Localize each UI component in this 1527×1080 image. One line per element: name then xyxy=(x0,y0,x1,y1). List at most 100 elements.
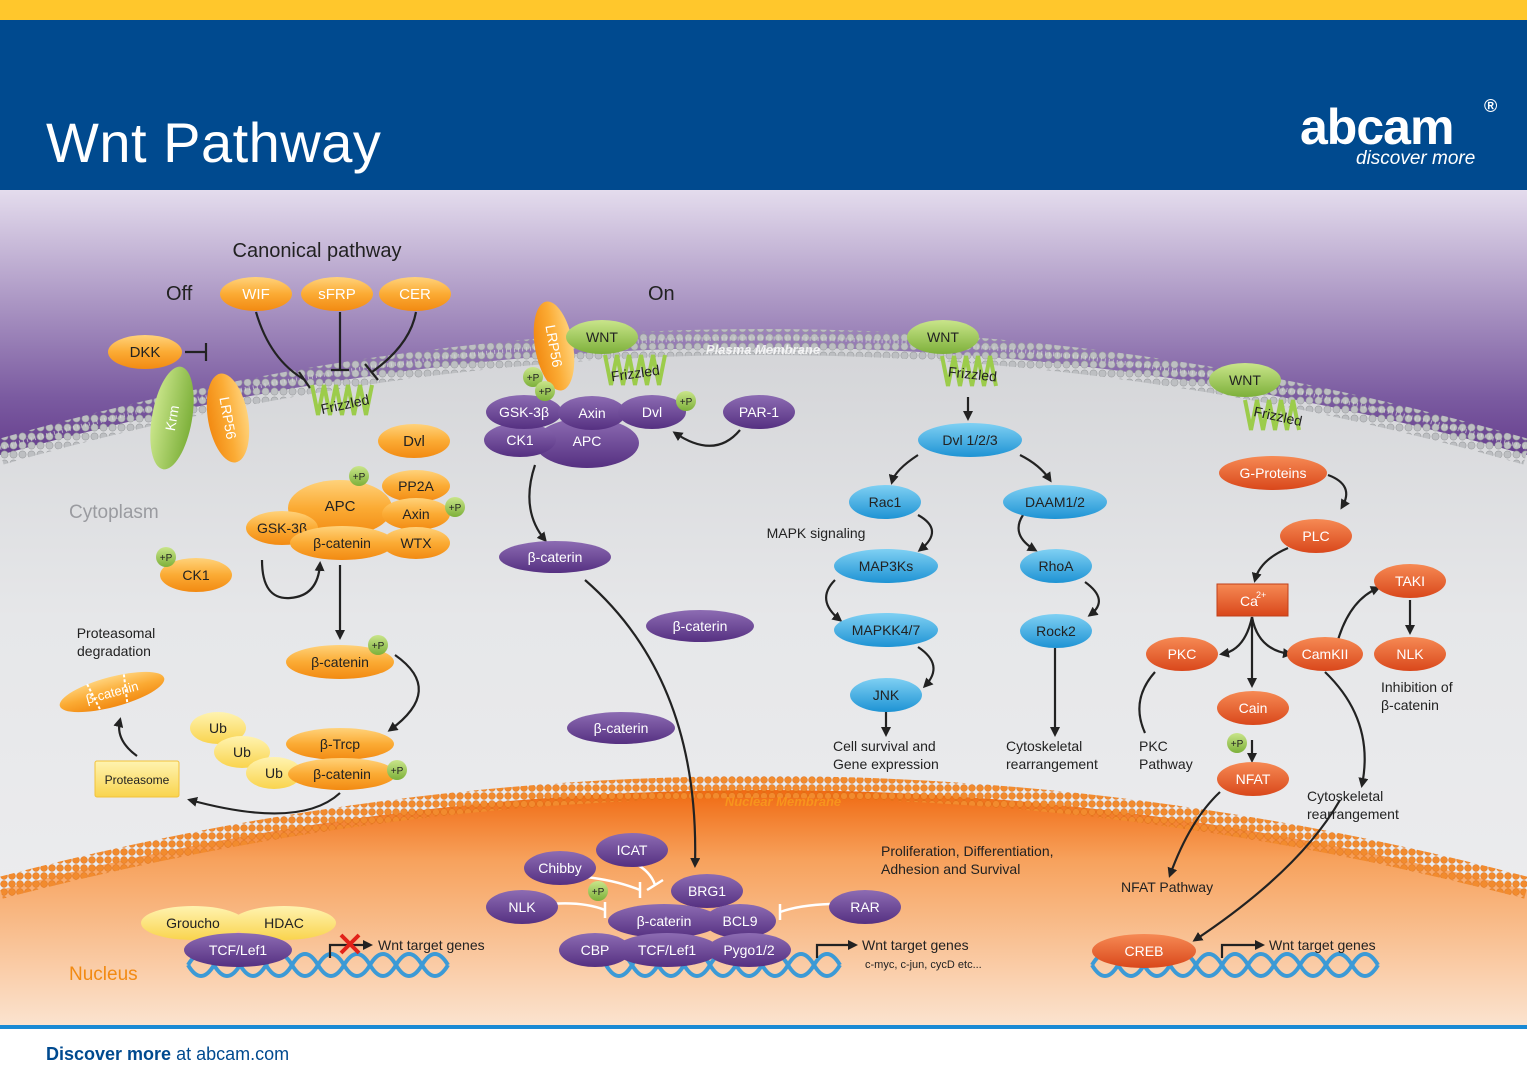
wif-node[interactable]: WIF xyxy=(220,277,292,311)
page-title: Wnt Pathway xyxy=(46,111,382,174)
svg-text:NLK: NLK xyxy=(508,899,536,915)
dkk-node[interactable]: DKK xyxy=(108,335,182,369)
nlk-nuc-node[interactable]: NLK xyxy=(486,890,558,924)
gproteins-node[interactable]: G-Proteins xyxy=(1219,456,1327,490)
inhibition-label-2: β-catenin xyxy=(1381,697,1439,713)
svg-text:WNT: WNT xyxy=(927,329,959,345)
hdac-node[interactable]: HDAC xyxy=(232,906,336,940)
axin-on-label: Axin xyxy=(578,405,605,421)
camkii-node[interactable]: CamKII xyxy=(1287,637,1363,671)
svg-text:2+: 2+ xyxy=(1256,590,1266,600)
wnt-pcp-node[interactable]: WNT xyxy=(907,320,979,354)
axin-off-label: Axin xyxy=(402,506,429,522)
pkc-node[interactable]: PKC xyxy=(1146,637,1218,671)
taki-node[interactable]: TAKI xyxy=(1374,564,1446,598)
bcat-on-2-node[interactable]: β-caterin xyxy=(646,610,754,642)
mapkk-node[interactable]: MAPKK4/7 xyxy=(834,613,938,647)
svg-text:TAKI: TAKI xyxy=(1395,573,1425,589)
wtx-label: WTX xyxy=(400,535,432,551)
creb-node[interactable]: CREB xyxy=(1092,934,1196,968)
nlk-ca-node[interactable]: NLK xyxy=(1374,637,1446,671)
bcat-phospho-node[interactable]: β-catenin xyxy=(286,645,394,679)
daam-node[interactable]: DAAM1/2 xyxy=(1003,485,1107,519)
ck1-off-node[interactable]: CK1 xyxy=(160,558,232,592)
apc-on-label: APC xyxy=(573,433,602,449)
svg-text:RAR: RAR xyxy=(850,899,880,915)
bcat-complex-label: β-catenin xyxy=(313,535,371,551)
footer[interactable]: Discover more at abcam.com xyxy=(46,1044,289,1065)
tcf-off-node[interactable]: TCF/Lef1 xyxy=(184,933,292,967)
bcat-nuc-label: β-caterin xyxy=(637,913,692,929)
phospho-badge-lrp-2: +P xyxy=(535,381,555,401)
abcam-logo[interactable]: abcam ® discover more xyxy=(1300,96,1500,169)
frizzled-pcp-label: Frizzled xyxy=(947,364,997,385)
ck1-on-label: CK1 xyxy=(506,432,533,448)
krm-node[interactable]: Krm xyxy=(143,363,200,472)
calcium-node[interactable]: Ca2+ xyxy=(1216,583,1289,617)
cain-node[interactable]: Cain xyxy=(1217,691,1289,725)
phospho-badge-ck1: +P xyxy=(156,547,176,567)
header-banner: Wnt Pathway abcam ® discover more xyxy=(0,20,1527,190)
rac1-node[interactable]: Rac1 xyxy=(849,485,921,519)
svg-text:β-caterin: β-caterin xyxy=(528,549,583,565)
proteasome-node[interactable]: Proteasome xyxy=(94,760,180,798)
logo-tagline: discover more xyxy=(1356,148,1476,169)
proliferation-label-1: Proliferation, Differentiation, xyxy=(881,843,1054,859)
groucho-node[interactable]: Groucho xyxy=(141,906,245,940)
logo-registered-mark: ® xyxy=(1484,96,1498,116)
svg-text:WNT: WNT xyxy=(1229,372,1261,388)
pp2a-label: PP2A xyxy=(398,478,434,494)
svg-text:ICAT: ICAT xyxy=(617,842,648,858)
wnt-target-genes-off-label: Wnt target genes xyxy=(378,937,485,953)
map3ks-node[interactable]: MAP3Ks xyxy=(834,549,938,583)
phospho-badge-nfat: +P xyxy=(1227,733,1247,753)
rhoa-node[interactable]: RhoA xyxy=(1020,549,1092,583)
svg-text:Dvl 1/2/3: Dvl 1/2/3 xyxy=(942,432,997,448)
cyto-rearr-1-label-1: Cytoskeletal xyxy=(1006,738,1082,754)
frizzled-receptor-on[interactable]: Frizzled xyxy=(603,354,667,386)
svg-text:+P: +P xyxy=(1231,739,1244,750)
jnk-node[interactable]: JNK xyxy=(850,678,922,712)
wnt-target-genes-creb-label: Wnt target genes xyxy=(1269,937,1376,953)
svg-text:+P: +P xyxy=(372,641,385,652)
cer-node[interactable]: CER xyxy=(379,277,451,311)
ubiquitin-complex[interactable]: Ub Ub Ub β-Trcp β-catenin xyxy=(190,712,396,790)
off-label: Off xyxy=(166,283,193,305)
dvl-off-node[interactable]: Dvl xyxy=(378,424,450,458)
phospho-badge-bcat-ub: +P xyxy=(387,760,407,780)
proliferation-label-2: Adhesion and Survival xyxy=(881,861,1020,877)
par1-node[interactable]: PAR-1 xyxy=(723,395,795,429)
wnt-ca-node[interactable]: WNT xyxy=(1209,363,1281,397)
svg-text:β-catenin: β-catenin xyxy=(311,654,369,670)
footer-link-text[interactable]: at abcam.com xyxy=(171,1044,290,1064)
svg-text:PAR-1: PAR-1 xyxy=(739,404,779,420)
dvl123-node[interactable]: Dvl 1/2/3 xyxy=(918,423,1022,457)
on-complex[interactable]: APC CK1 GSK-3β Axin Dvl xyxy=(484,395,686,468)
nuclear-on-complex[interactable]: β-caterin BCL9 CBP TCF/Lef1 Pygo1/2 xyxy=(559,904,791,967)
frizzled-receptor-ca[interactable]: Frizzled xyxy=(1243,399,1304,431)
rock2-node[interactable]: Rock2 xyxy=(1020,614,1092,648)
nfat-node[interactable]: NFAT xyxy=(1217,762,1289,796)
frizzled-on-label: Frizzled xyxy=(610,362,661,385)
lrp56-off-node[interactable]: LRP56 xyxy=(200,370,255,466)
bcat-on-3-node[interactable]: β-caterin xyxy=(567,712,675,744)
wnt-on-node[interactable]: WNT xyxy=(566,320,638,354)
brg1-node[interactable]: BRG1 xyxy=(671,874,743,908)
destruction-complex[interactable]: APC PP2A Axin GSK-3β β-catenin WTX xyxy=(246,470,450,560)
sfrp-node[interactable]: sFRP xyxy=(301,277,373,311)
cbp-label: CBP xyxy=(581,942,610,958)
tcf-on-label: TCF/Lef1 xyxy=(638,942,697,958)
svg-text:+P: +P xyxy=(539,387,552,398)
plc-node[interactable]: PLC xyxy=(1280,519,1352,553)
bcat-on-1-node[interactable]: β-caterin xyxy=(499,541,611,573)
chibby-node[interactable]: Chibby xyxy=(524,851,596,885)
rar-node[interactable]: RAR xyxy=(829,890,901,924)
phospho-badge-lrp-1: +P xyxy=(523,367,543,387)
ub-3-label: Ub xyxy=(265,765,283,781)
frizzled-receptor-pcp[interactable]: Frizzled xyxy=(940,355,998,387)
svg-text:DAAM1/2: DAAM1/2 xyxy=(1025,494,1085,510)
icat-node[interactable]: ICAT xyxy=(596,833,668,867)
lrp56-on-node[interactable]: LRP56 xyxy=(527,298,580,393)
bcat-ub-label: β-catenin xyxy=(313,766,371,782)
svg-text:β-caterin: β-caterin xyxy=(594,720,649,736)
